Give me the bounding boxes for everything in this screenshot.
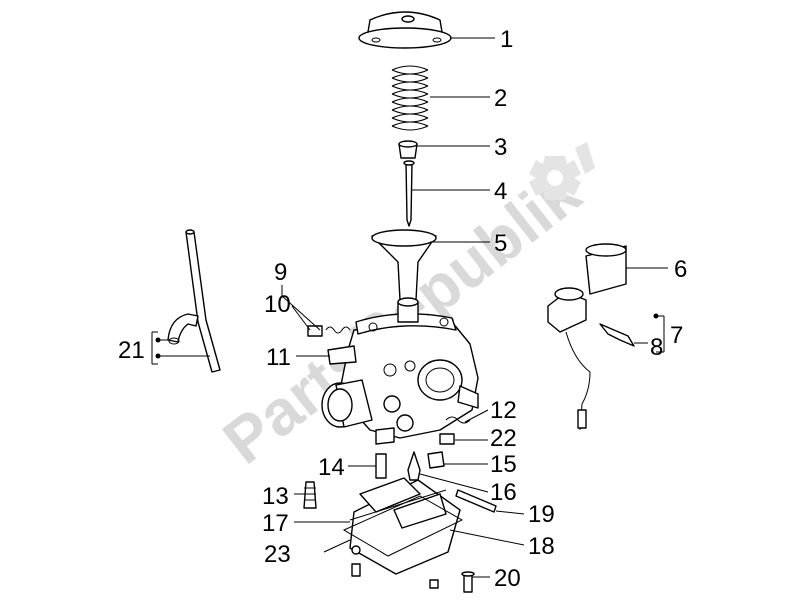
carburetor-body (321, 297, 479, 445)
callout-14: 14 (318, 454, 345, 481)
part-2-spring (391, 65, 429, 131)
callout-11: 11 (266, 344, 291, 371)
callout-18: 18 (528, 533, 555, 560)
callout-5: 5 (494, 230, 507, 257)
callout-1: 1 (500, 26, 513, 53)
callout-16: 16 (490, 479, 517, 506)
callout-7: 7 (670, 322, 683, 349)
callout-15: 15 (490, 451, 517, 478)
part-12-22-main-jet (439, 416, 471, 445)
part-3-needle-retainer (398, 140, 418, 159)
callout-22: 22 (490, 425, 517, 452)
part-15-plug (427, 451, 445, 469)
leader-lines (151, 37, 668, 578)
callout-labels: 1 2 3 4 5 6 7 8 9 10 11 12 13 14 15 16 1… (118, 26, 687, 592)
part-1-diaphragm-cover (358, 11, 452, 49)
callout-13: 13 (262, 483, 289, 510)
callout-20: 20 (494, 565, 521, 592)
part-20-drain-screw (461, 571, 475, 593)
part-13-needle-jet (303, 481, 317, 509)
part-19-float-pin (455, 489, 497, 513)
part-14-pilot-jet (375, 453, 387, 479)
callout-6: 6 (674, 256, 687, 283)
part-23-screw (351, 545, 439, 589)
part-21-breather-hose (167, 229, 221, 373)
part-6-rubber-cap (585, 243, 627, 295)
part-16-float-needle (407, 451, 421, 481)
callout-8: 8 (650, 334, 663, 361)
callout-10: 10 (264, 291, 291, 318)
callout-9: 9 (274, 259, 287, 286)
part-7-8-automatic-choke (547, 287, 635, 431)
callout-21: 21 (118, 337, 145, 364)
callout-12: 12 (490, 397, 517, 424)
part-5-throttle-slide (371, 229, 437, 301)
part-4-jet-needle (403, 160, 415, 227)
part-17-gasket (342, 495, 464, 557)
callout-23: 23 (264, 541, 291, 568)
part-18-float-and-bowl (349, 477, 461, 575)
callout-4: 4 (494, 178, 507, 205)
callout-2: 2 (494, 85, 507, 112)
callout-17: 17 (262, 510, 289, 537)
callout-3: 3 (494, 134, 507, 161)
callout-19: 19 (528, 501, 555, 528)
gear-icon (529, 142, 595, 200)
